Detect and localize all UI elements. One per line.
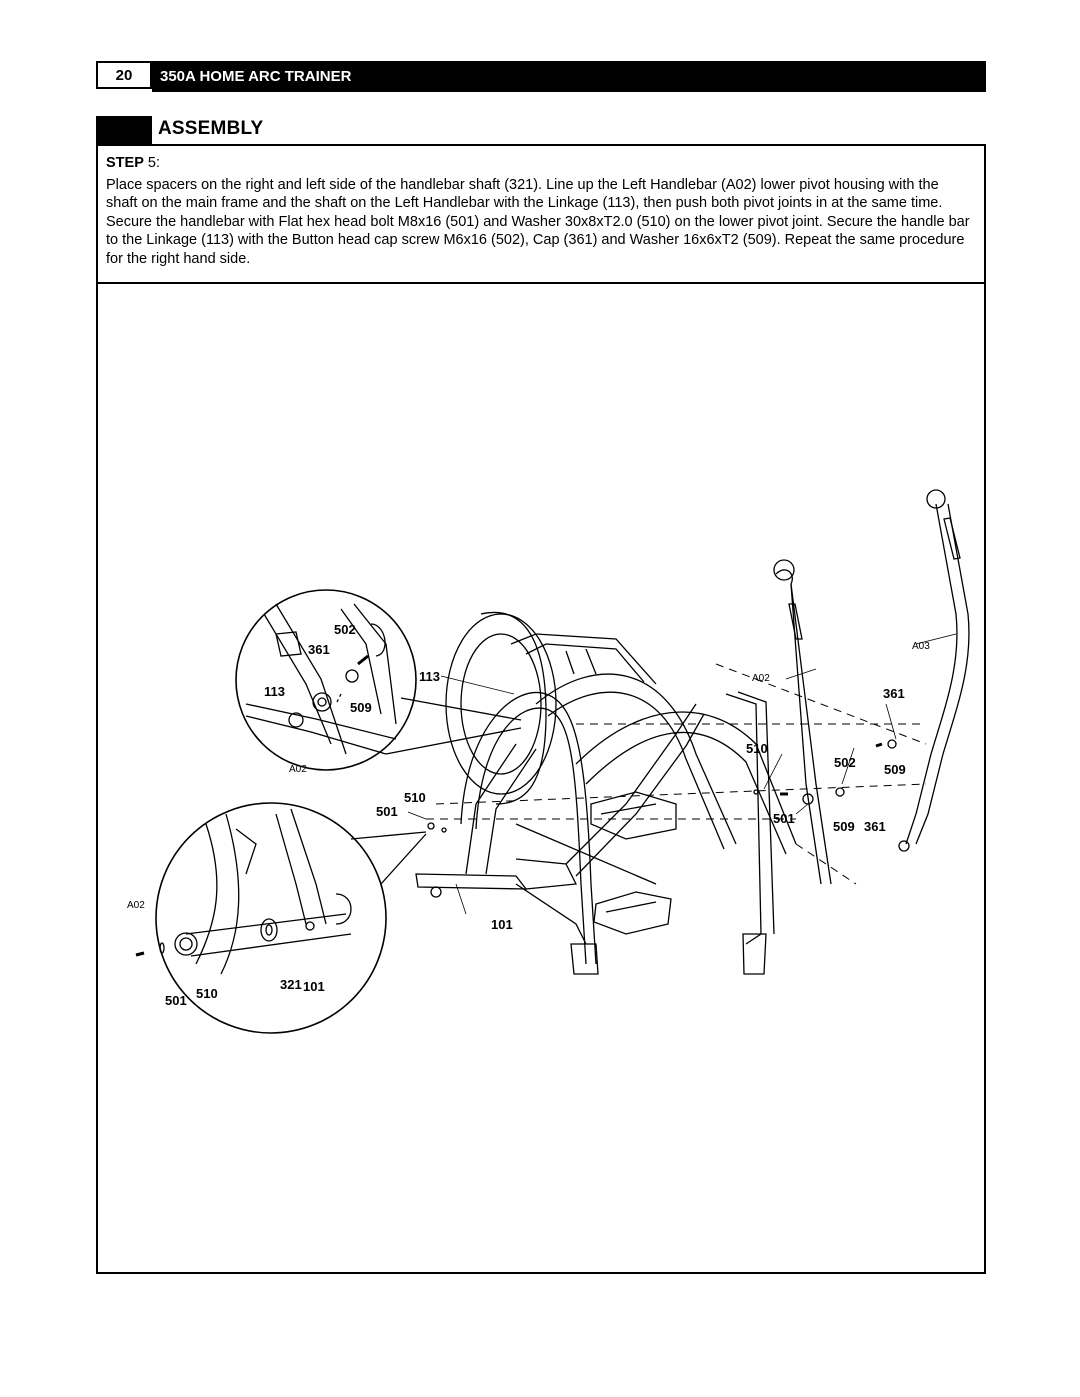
callout-510: 510 bbox=[404, 790, 426, 805]
callout-101-detail: 101 bbox=[303, 979, 325, 994]
flywheel-housing bbox=[445, 611, 557, 805]
handlebar-a02 bbox=[725, 559, 832, 975]
main-frame-base bbox=[415, 703, 705, 945]
step-label: STEP bbox=[106, 155, 144, 171]
section-rule bbox=[152, 144, 986, 146]
callout-502-right: 502 bbox=[834, 755, 856, 770]
callout-501-detail: 501 bbox=[165, 993, 187, 1008]
lower-detail-view bbox=[135, 802, 387, 1034]
callout-502-detail: 502 bbox=[334, 622, 356, 637]
pedals bbox=[590, 791, 677, 935]
step-heading: STEP 5: bbox=[106, 155, 160, 171]
callout-a02-lower-detail: A02 bbox=[127, 900, 145, 911]
document-title: 350A HOME ARC TRAINER bbox=[160, 68, 352, 85]
step-number: 5: bbox=[143, 155, 160, 171]
callout-509-detail: 509 bbox=[350, 700, 372, 715]
callout-321-detail: 321 bbox=[280, 977, 302, 992]
callout-361-detail: 361 bbox=[308, 642, 330, 657]
assembly-diagram: 502 361 113 509 A02 A02 321 101 501 510 … bbox=[96, 284, 986, 1272]
callout-a02-upper-detail: A02 bbox=[289, 764, 307, 775]
content-frame bbox=[96, 146, 986, 1274]
upper-detail-view bbox=[235, 589, 417, 771]
callout-509-right: 509 bbox=[884, 762, 906, 777]
callout-101: 101 bbox=[491, 917, 513, 932]
callout-509-bottom: 509 bbox=[833, 819, 855, 834]
callout-361-bottom: 361 bbox=[864, 819, 886, 834]
step-instructions: Place spacers on the right and left side… bbox=[106, 177, 970, 267]
callout-113-detail: 113 bbox=[264, 684, 285, 699]
exploded-hardware bbox=[427, 739, 897, 833]
callout-361-right: 361 bbox=[883, 686, 905, 701]
handlebar-a03 bbox=[898, 489, 970, 852]
callout-501-right: 501 bbox=[773, 811, 795, 826]
section-marker bbox=[96, 116, 152, 146]
callout-a03: A03 bbox=[912, 641, 930, 652]
callout-a02: A02 bbox=[752, 673, 770, 684]
step-instruction-box bbox=[96, 146, 986, 284]
page-number: 20 bbox=[96, 61, 152, 89]
rear-tower bbox=[510, 633, 657, 685]
callout-113: 113 bbox=[419, 669, 440, 684]
section-title: ASSEMBLY bbox=[158, 118, 264, 139]
callout-510-detail: 510 bbox=[196, 986, 218, 1001]
callout-501: 501 bbox=[376, 804, 398, 819]
handlebar-arch bbox=[460, 673, 737, 965]
callout-510-right: 510 bbox=[746, 741, 768, 756]
arc-rails bbox=[515, 711, 797, 885]
document-title-bar: 350A HOME ARC TRAINER bbox=[152, 61, 986, 92]
